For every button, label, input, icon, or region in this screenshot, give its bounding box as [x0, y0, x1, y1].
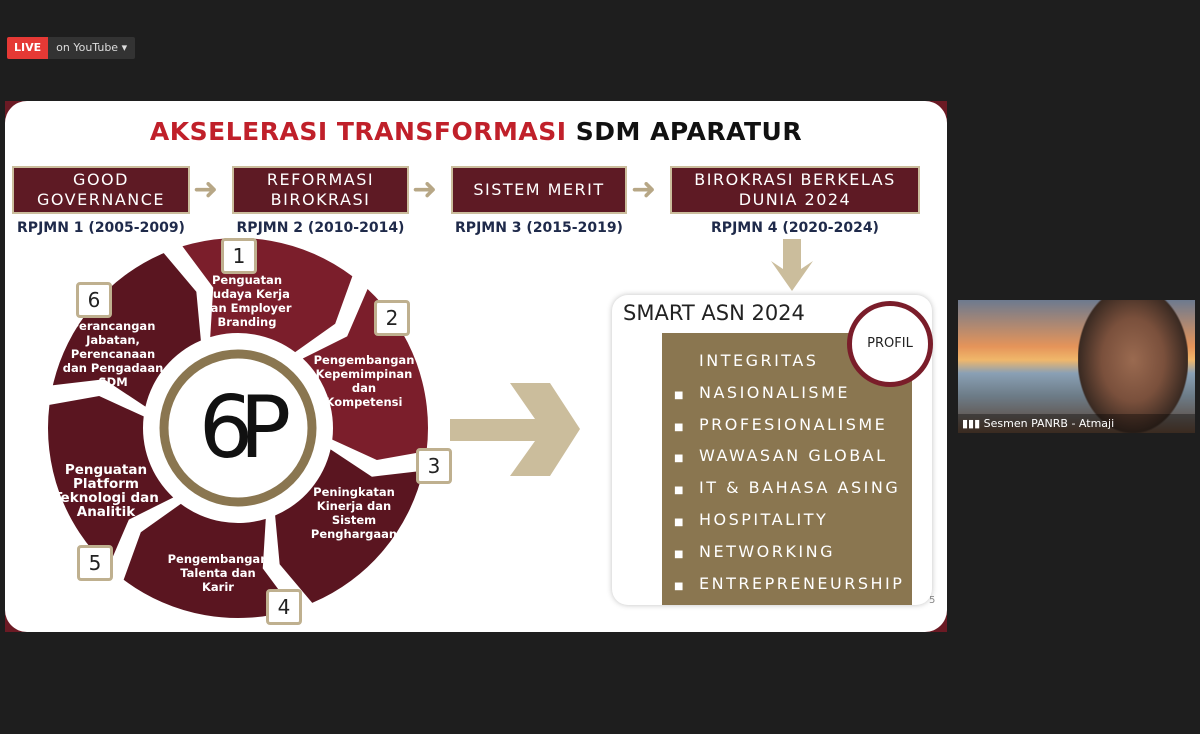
segment-label: Pengembangan Kepemimpinan dan Kompetensi: [313, 353, 415, 409]
segment-number: 1: [221, 238, 257, 274]
participant-avatar: [1078, 300, 1188, 433]
cycle-segment-4: [123, 503, 294, 619]
participant-name: Sesmen PANRB - Atmaji: [983, 417, 1115, 430]
stage-box: BIROKRASI BERKELAS DUNIA 2024: [670, 166, 920, 214]
stage-period: RPJMN 1 (2005-2009): [17, 220, 185, 236]
segment-number: 5: [77, 545, 113, 581]
diagram-graphics: [48, 238, 813, 619]
signal-icon: ▮▮▮: [962, 417, 984, 430]
bullet-icon: ■: [674, 453, 686, 465]
center-circle: [159, 349, 317, 507]
live-on-youtube-button[interactable]: LIVE on YouTube ▾: [7, 37, 136, 59]
smart-asn-title: SMART ASN 2024: [623, 301, 805, 325]
page-number: 5: [929, 595, 936, 606]
profile-item: INTEGRITAS: [699, 351, 819, 370]
profile-item: ■PROFESIONALISME: [674, 409, 912, 441]
center-logo: 6P: [198, 378, 292, 478]
right-arrow-icon: ➜: [193, 172, 219, 207]
bullet-icon: ■: [674, 580, 686, 592]
bullet-icon: ■: [674, 516, 686, 528]
presentation-slide: AKSELERASI TRANSFORMASI SDM APARATUR GOO…: [5, 101, 947, 632]
segment-label: Penguatan Budaya Kerja dan Employer Bran…: [202, 273, 292, 329]
profile-item: ■NASIONALISME: [674, 377, 912, 409]
live-badge: LIVE: [7, 37, 49, 59]
right-arrow-icon: ➜: [412, 172, 438, 207]
slide-title: AKSELERASI TRANSFORMASI SDM APARATUR: [149, 117, 803, 146]
6p-cycle: [48, 238, 428, 619]
segment-label: Penguatan Platform Teknologi dan Analiti…: [53, 462, 159, 520]
bullet-icon: ■: [674, 485, 686, 497]
segment-number: 4: [266, 589, 302, 625]
profile-item: ■HOSPITALITY: [674, 504, 912, 536]
cycle-segment-5: [48, 395, 174, 567]
bullet-icon: ■: [674, 389, 686, 401]
down-arrow-icon: [771, 239, 813, 291]
bullet-icon: ■: [674, 421, 686, 433]
segment-label: Peningkatan Kinerja dan Sistem Pengharga…: [310, 485, 398, 541]
cycle-segment-6: [52, 253, 201, 407]
stage-period: RPJMN 4 (2020-2024): [711, 220, 879, 236]
segment-label: Pengembangan Talenta dan Karir: [167, 552, 269, 594]
segment-number: 6: [76, 282, 112, 318]
participant-video[interactable]: ▮▮▮ Sesmen PANRB - Atmaji: [958, 300, 1195, 433]
platform-dropdown[interactable]: on YouTube ▾: [48, 37, 136, 59]
cycle-segment-3: [275, 449, 424, 603]
profile-item: ■WAWASAN GLOBAL: [674, 440, 912, 472]
profile-item: ■IT & BAHASA ASING: [674, 472, 912, 504]
stage-period: RPJMN 2 (2010-2014): [236, 220, 405, 236]
stage-box: SISTEM MERIT: [451, 166, 627, 214]
segment-number: 2: [374, 300, 410, 336]
stage-box: GOOD GOVERNANCE: [12, 166, 190, 214]
profil-badge: PROFIL: [847, 301, 933, 387]
big-right-arrow-icon: [450, 383, 580, 476]
bullet-icon: ■: [674, 548, 686, 560]
profile-item: ■NETWORKING: [674, 536, 912, 568]
segment-label: Perancangan Jabatan, Perencanaan dan Pen…: [62, 319, 164, 389]
segment-number: 3: [416, 448, 452, 484]
stage-period: RPJMN 3 (2015-2019): [455, 220, 623, 236]
right-arrow-icon: ➜: [631, 172, 657, 207]
profile-item: ■ENTREPRENEURSHIP: [674, 568, 912, 600]
stage-box: REFORMASI BIROKRASI: [232, 166, 409, 214]
